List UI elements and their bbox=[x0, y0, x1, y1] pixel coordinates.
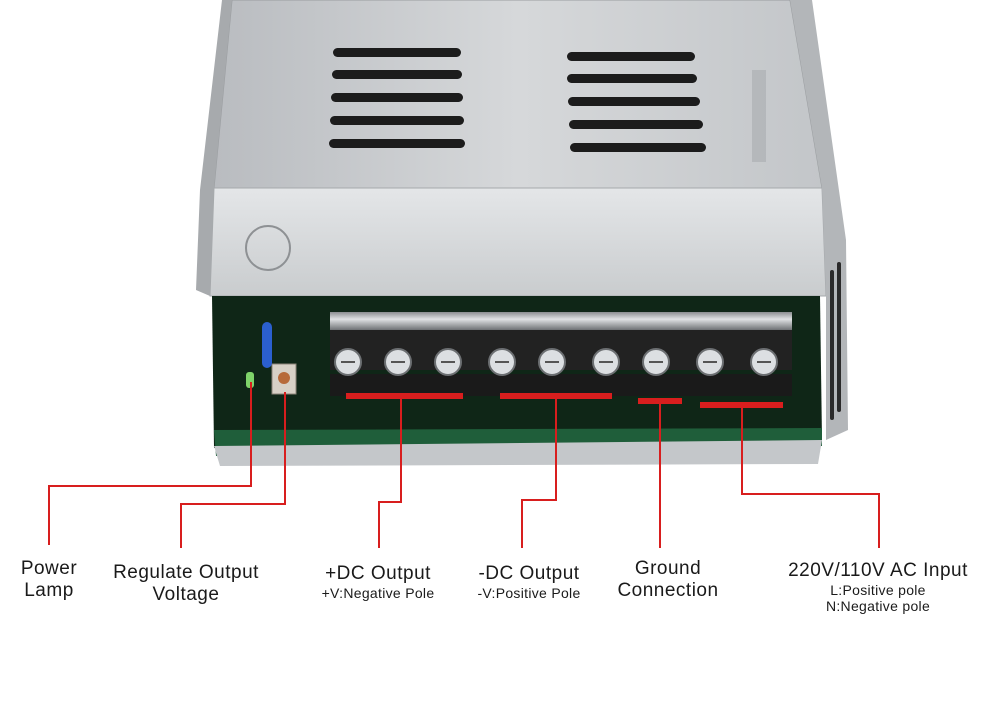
label-power-lamp: Power Lamp bbox=[20, 558, 78, 601]
label-ac-input: 220V/110V AC Input L:Positive pole N:Neg… bbox=[788, 560, 968, 614]
label-ground-connection: Ground Connection bbox=[617, 558, 719, 601]
side-vents bbox=[830, 262, 841, 420]
dc-plus-leader bbox=[378, 396, 402, 548]
housing-top-panel bbox=[213, 0, 823, 189]
side-print-mark bbox=[752, 70, 766, 162]
vent-slots-left bbox=[329, 48, 465, 148]
label-regulate-voltage: Regulate Output Voltage bbox=[113, 562, 259, 605]
adjust-dial-marking bbox=[245, 225, 291, 271]
potentiometer-knob bbox=[278, 372, 290, 384]
capacitor bbox=[262, 322, 272, 368]
ac-input-leader bbox=[741, 405, 880, 548]
label-dc-plus-output: +DC Output +V:Negative Pole bbox=[321, 563, 435, 601]
housing-bottom-rim bbox=[214, 440, 822, 466]
vent-slots-right bbox=[567, 52, 706, 152]
regulate-leader bbox=[180, 392, 286, 548]
label-dc-minus-output: -DC Output -V:Positive Pole bbox=[477, 563, 581, 601]
power-lamp-leader bbox=[48, 382, 252, 545]
terminal-screws bbox=[334, 348, 778, 376]
terminal-group-highlight bbox=[346, 393, 463, 399]
housing-left-wall bbox=[196, 0, 232, 296]
leader-lines bbox=[48, 382, 880, 548]
housing-front-lip bbox=[209, 187, 827, 297]
dc-minus-leader bbox=[521, 396, 557, 548]
